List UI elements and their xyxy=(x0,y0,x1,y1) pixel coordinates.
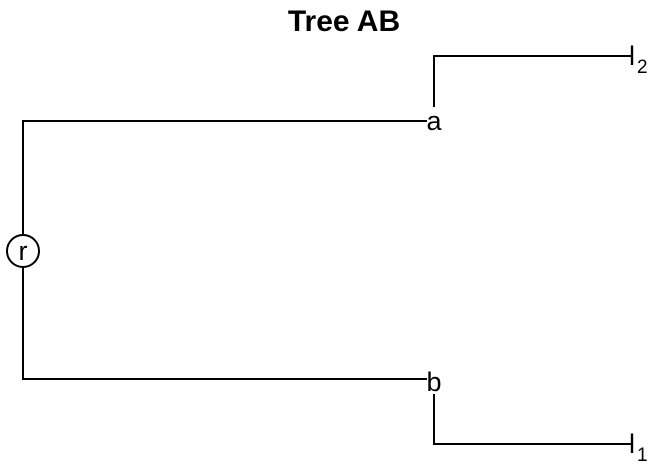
leaf-l2-subscript: 2 xyxy=(637,57,648,78)
root-node-label: r xyxy=(19,236,28,266)
leaf-l2: l 2 xyxy=(629,41,648,78)
edge-r-a xyxy=(22,120,427,234)
edge-r-b xyxy=(22,267,427,380)
edge-a-l2 xyxy=(433,55,632,107)
edge-b-l1 xyxy=(433,394,632,445)
leaf-l2-label: l xyxy=(629,41,635,71)
leaf-l1-subscript: 1 xyxy=(637,445,648,466)
leaf-l1: l 1 xyxy=(629,429,648,466)
leaf-l1-label: l xyxy=(629,429,635,459)
node-b-label: b xyxy=(426,367,441,397)
diagram-title: Tree AB xyxy=(288,5,400,38)
root-node: r xyxy=(6,234,40,268)
root-node-circle xyxy=(6,234,40,268)
node-a-label: a xyxy=(426,106,442,136)
